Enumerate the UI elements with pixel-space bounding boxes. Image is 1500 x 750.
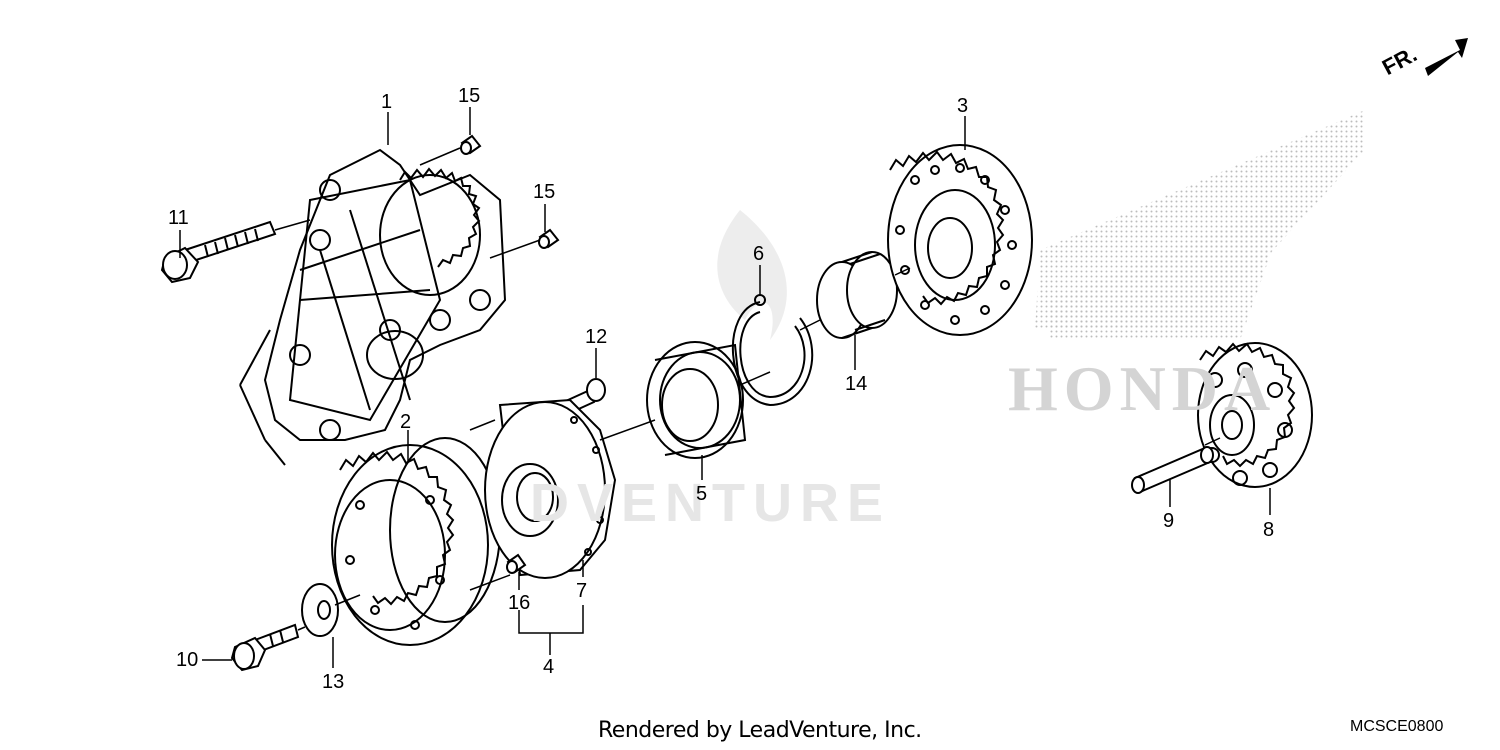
- callout-7: 7: [576, 580, 588, 602]
- callout-12: 12: [585, 326, 608, 348]
- callout-16: 16: [508, 592, 531, 614]
- part-14-needle-bearing: [816, 251, 898, 339]
- watermark-flame: [717, 210, 787, 340]
- callout-15-upper: 15: [458, 85, 481, 107]
- part-6-snap-ring: [731, 294, 814, 407]
- part-3-gear: [887, 144, 1033, 336]
- callout-3: 3: [957, 95, 969, 117]
- callout-4: 4: [543, 656, 555, 678]
- part-13-washer: [301, 583, 339, 637]
- callout-15-lower: 15: [533, 181, 556, 203]
- callout-13: 13: [322, 671, 345, 693]
- callout-9: 9: [1163, 510, 1175, 532]
- callout-5: 5: [696, 483, 708, 505]
- leader-lines: [179, 107, 1271, 668]
- callout-6: 6: [753, 243, 765, 265]
- part-1-housing: [239, 148, 507, 466]
- part-15-dowel-upper: [460, 134, 482, 155]
- diagram-code: MCSCE0800: [1350, 718, 1444, 735]
- front-arrow-icon: [1425, 38, 1468, 76]
- part-15-dowel-lower: [538, 228, 560, 249]
- part-5-one-way-clutch: [646, 341, 747, 459]
- watermark-text: DVENTURE: [530, 473, 892, 533]
- footer-credit: Rendered by LeadVenture, Inc.: [598, 718, 922, 743]
- part-7-hub: [484, 398, 617, 579]
- callout-14: 14: [845, 373, 868, 395]
- callout-10: 10: [176, 649, 199, 671]
- honda-wing-logo: [1035, 110, 1365, 340]
- callout-11: 11: [168, 207, 189, 229]
- part-11-bolt: [160, 220, 277, 284]
- part-9-shaft: [1131, 446, 1214, 494]
- callout-1: 1: [381, 91, 393, 113]
- callout-8: 8: [1263, 519, 1275, 541]
- callout-2: 2: [400, 411, 412, 433]
- part-16-pin: [506, 553, 527, 574]
- part-8-gear: [1197, 342, 1313, 488]
- honda-logo-text: HONDA: [1008, 353, 1277, 424]
- part-2-gear: [331, 437, 501, 646]
- part-10-bolt: [230, 623, 300, 672]
